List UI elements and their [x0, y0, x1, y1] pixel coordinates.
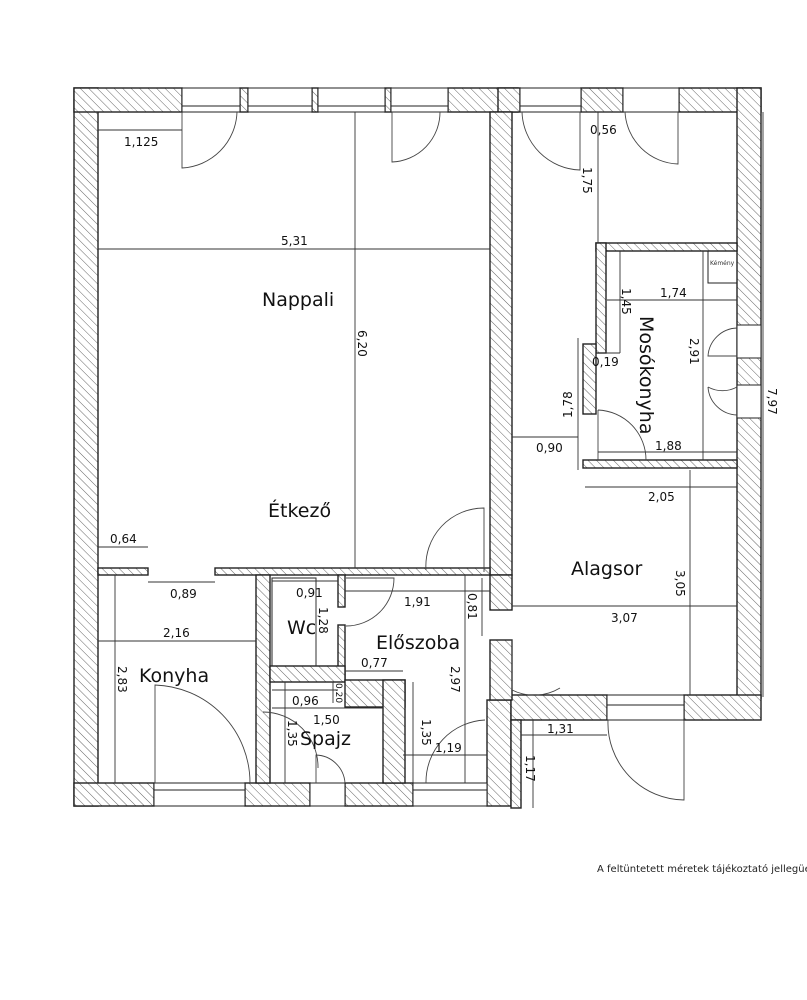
- dimension-lines: [98, 111, 764, 808]
- room-label-etkezo: Étkező: [268, 499, 331, 522]
- dim-label: 3,07: [611, 611, 638, 625]
- dim-label: 1,35: [285, 720, 299, 747]
- dim-label: 1,88: [655, 439, 682, 453]
- dim-label: 1,78: [561, 391, 575, 418]
- dim-label: 1,74: [660, 286, 687, 300]
- dim-label: 1,91: [404, 595, 431, 609]
- dim-label: 0,81: [465, 593, 479, 620]
- dim-label: 1,17: [523, 755, 537, 782]
- room-label-nappali: Nappali: [262, 289, 334, 311]
- dim-label: 5,31: [281, 234, 308, 248]
- dim-label: 1,75: [580, 167, 594, 194]
- dim-label: 1,45: [619, 288, 633, 315]
- interior-walls: [97, 242, 738, 784]
- dim-label: 0,64: [110, 532, 137, 546]
- dim-label: 0,20: [333, 683, 343, 703]
- dim-label: 1,28: [316, 607, 330, 634]
- dim-label: 0,77: [361, 656, 388, 670]
- dim-label: 0,91: [296, 586, 323, 600]
- dim-label: 1,31: [547, 722, 574, 736]
- dim-label: 2,91: [687, 338, 701, 365]
- dim-label: 0,96: [292, 694, 319, 708]
- dim-label: 0,90: [536, 441, 563, 455]
- dim-label: 2,97: [448, 666, 462, 693]
- dim-label: 2,05: [648, 490, 675, 504]
- room-label-eloszoba: Előszoba: [376, 632, 460, 654]
- disclaimer-note: A feltüntetett méretek tájékoztató jelle…: [597, 863, 807, 875]
- dim-label: 6,20: [355, 330, 369, 357]
- dim-label: 3,05: [673, 570, 687, 597]
- dimension-labels: 1,125 5,31 6,20 0,56 1,75 1,74 1,45 2,91…: [110, 123, 779, 782]
- dim-label: 0,56: [590, 123, 617, 137]
- windows: [153, 87, 762, 807]
- dim-label: 0,19: [592, 355, 619, 369]
- room-label-konyha: Konyha: [139, 665, 209, 687]
- dim-label: 1,19: [435, 741, 462, 755]
- dim-label: 1,50: [313, 713, 340, 727]
- room-label-kemeny: Kémény: [710, 260, 735, 267]
- dim-label: 2,83: [115, 666, 129, 693]
- room-label-alagsor: Alagsor: [571, 558, 643, 580]
- dim-label: 1,125: [124, 135, 158, 149]
- dim-label: 1,35: [419, 719, 433, 746]
- dim-label: 2,16: [163, 626, 190, 640]
- room-label-wc: Wc: [287, 617, 316, 639]
- dim-label: 7,97: [765, 388, 779, 415]
- dim-label: 0,89: [170, 587, 197, 601]
- room-label-spajz: Spajz: [300, 728, 351, 750]
- room-labels: Nappali Étkező Mosókonyha Alagsor Konyha…: [139, 260, 735, 750]
- room-label-mosokonyha: Mosókonyha: [635, 316, 657, 434]
